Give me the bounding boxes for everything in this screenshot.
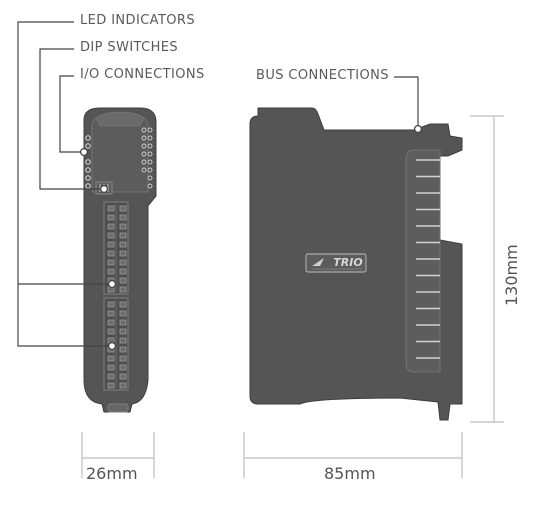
terminal-pin: [119, 337, 127, 344]
terminal-pin: [119, 205, 127, 212]
terminal-pin: [107, 382, 115, 389]
logo-text: TRIO: [333, 256, 362, 269]
terminal-pin: [119, 250, 127, 257]
terminal-pins: [107, 205, 127, 389]
front-inner-panel: [91, 115, 149, 193]
callout-bus-line: [394, 76, 419, 127]
terminal-pin: [119, 259, 127, 266]
callout-dot-io-upper: [107, 279, 117, 289]
callout-led-line: [17, 21, 112, 347]
terminal-pin: [107, 250, 115, 257]
callout-dot-io-lower: [107, 341, 117, 351]
label-dip-switches: DIP SWITCHES: [80, 40, 179, 55]
callout-dots: [79, 124, 423, 351]
front-top-cap: [95, 111, 145, 127]
terminal-pin: [107, 355, 115, 362]
terminal-pin: [107, 241, 115, 248]
terminal-pin: [119, 286, 127, 293]
terminal-pin: [119, 310, 127, 317]
led-column-left: [85, 135, 91, 189]
terminal-pin: [119, 382, 127, 389]
terminal-pin: [119, 373, 127, 380]
dimension-lines: [81, 115, 504, 478]
terminal-pin: [119, 319, 127, 326]
side-ribs: [416, 159, 440, 359]
front-view: [83, 107, 157, 413]
terminal-pin: [107, 205, 115, 212]
terminal-pin: [107, 259, 115, 266]
terminal-pin: [107, 214, 115, 221]
label-led-indicators: LED INDICATORS: [80, 13, 196, 28]
callout-dot-dip: [99, 184, 109, 194]
callout-dip-line: [39, 48, 104, 190]
side-view: TRIO: [249, 107, 463, 421]
terminal-pin: [119, 301, 127, 308]
terminal-pin: [119, 277, 127, 284]
terminal-pin: [107, 223, 115, 230]
callout-io-line: [59, 75, 84, 153]
terminal-pin: [119, 364, 127, 371]
dim-depth-label: 85mm: [324, 464, 376, 483]
terminal-pin: [119, 232, 127, 239]
terminal-pin: [119, 268, 127, 275]
callout-dot-led: [79, 147, 89, 157]
terminal-pin: [107, 268, 115, 275]
terminal-pin: [119, 223, 127, 230]
dim-width-label: 26mm: [86, 464, 138, 483]
terminal-pin: [119, 214, 127, 221]
terminal-pin: [107, 373, 115, 380]
terminal-pin: [119, 346, 127, 353]
led-column-right: [141, 127, 153, 189]
terminal-pin: [107, 328, 115, 335]
trio-logo: TRIO: [305, 253, 367, 273]
callout-lines: [17, 21, 419, 347]
callout-dot-bus: [413, 124, 423, 134]
terminal-pin: [119, 241, 127, 248]
terminal-pin: [107, 301, 115, 308]
side-rail-profile: [405, 149, 441, 373]
label-io-connections: I/O CONNECTIONS: [80, 67, 205, 82]
terminal-pin: [107, 319, 115, 326]
label-bus-connections: BUS CONNECTIONS: [256, 68, 389, 83]
terminal-pin: [107, 310, 115, 317]
dim-height-label: 130mm: [502, 244, 521, 306]
terminal-pin: [107, 364, 115, 371]
terminal-pin: [119, 355, 127, 362]
terminal-pin: [107, 232, 115, 239]
front-bottom-latch: [107, 403, 129, 413]
terminal-pin: [119, 328, 127, 335]
